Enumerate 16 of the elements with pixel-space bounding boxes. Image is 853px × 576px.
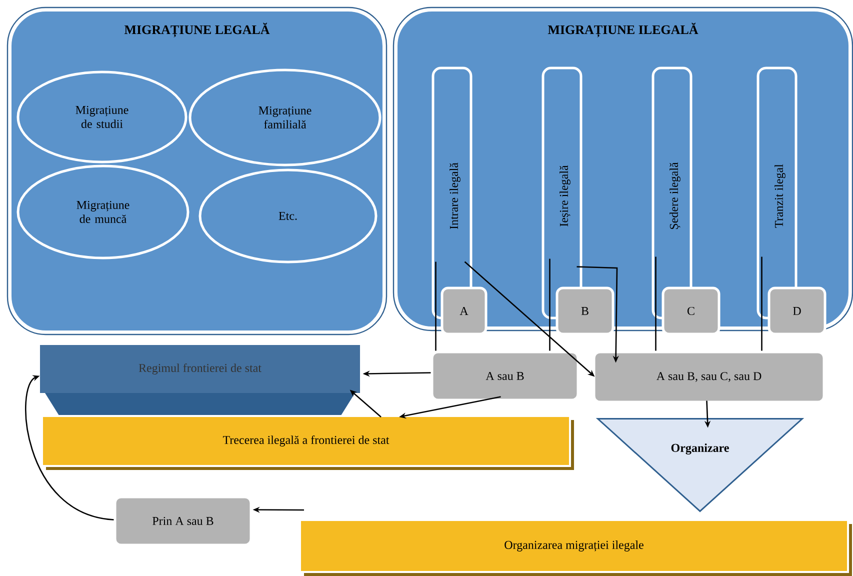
label-box: C (662, 286, 720, 336)
label-box: A sau B (430, 350, 580, 402)
label-box: D (768, 286, 826, 336)
label-box: A sau B, sau C, sau D (592, 350, 826, 404)
label-box: Prin A sau B (114, 496, 252, 546)
banner: Trecerea ilegală a frontierei de stat (41, 415, 574, 470)
connector-line (435, 262, 436, 351)
category-bar: Ieșire ilegală (542, 66, 582, 320)
label-box: A (440, 286, 488, 336)
label-box: B (556, 286, 614, 336)
border-regime-box: Regimul frontierei de stat (40, 345, 360, 417)
banner: Organizarea migrației ilegale (299, 519, 852, 576)
connector-line (761, 256, 762, 351)
connector-line (655, 256, 656, 351)
arrow (25, 375, 114, 520)
connector-line (549, 258, 550, 351)
